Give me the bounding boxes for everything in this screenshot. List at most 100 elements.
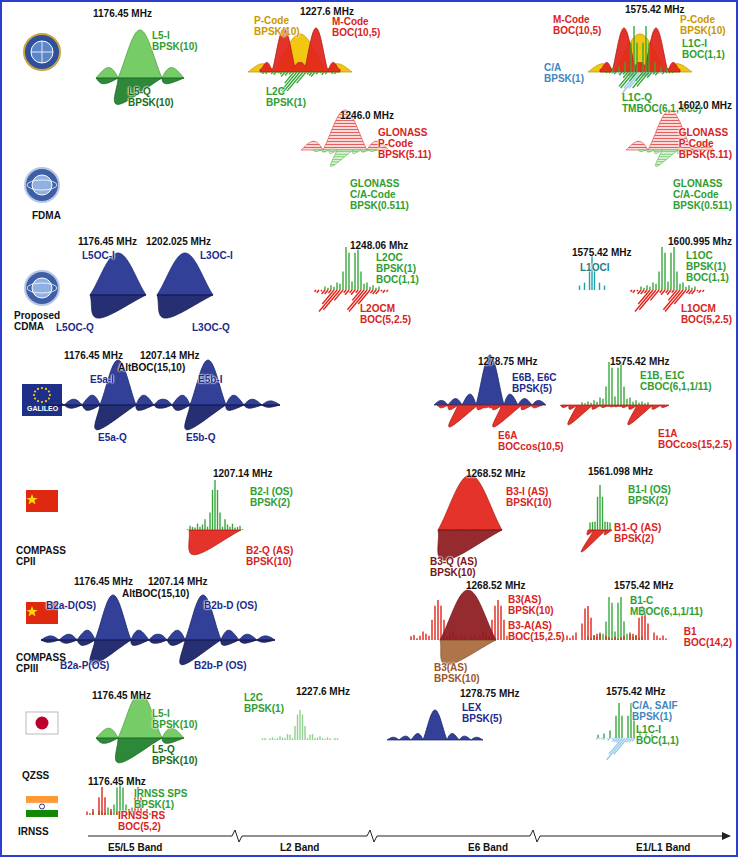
spectrum-label: P-Code BPSK(10) — [680, 14, 726, 36]
spectral-line — [113, 804, 114, 815]
spectral-line — [339, 284, 340, 290]
spectral-line — [682, 283, 683, 290]
spectral-line — [649, 287, 650, 290]
spectral-line — [304, 726, 305, 740]
spectral-line — [670, 253, 671, 290]
spectral-line — [632, 634, 633, 640]
spectral-line — [602, 634, 603, 640]
spectral-line — [660, 290, 662, 293]
spectral-line — [647, 624, 648, 640]
spectral-line — [199, 527, 200, 530]
spectral-line — [611, 737, 613, 739]
spectral-line — [650, 290, 659, 300]
spectral-line — [647, 72, 652, 78]
spectral-line — [685, 287, 686, 290]
spectral-line — [358, 290, 370, 304]
spectral-line — [619, 72, 622, 75]
spectral-line — [639, 290, 656, 310]
signal-spectrum — [243, 72, 339, 94]
spectrum-label: B2a-P(OS) — [60, 660, 109, 671]
spectral-line — [323, 290, 340, 310]
signal-spectrum — [25, 405, 280, 430]
spectral-line — [328, 290, 331, 293]
spectral-line — [566, 636, 567, 640]
spectral-line — [623, 636, 624, 640]
spectral-line — [656, 635, 657, 640]
spectral-line — [307, 738, 308, 740]
spectrum-label: 1268.52 MHz — [466, 580, 525, 591]
spectral-line — [679, 284, 680, 290]
spectral-line — [239, 526, 240, 530]
spectrum-label: 1575.42 MHz — [572, 247, 631, 258]
spectral-line — [608, 637, 609, 640]
spectral-line — [280, 72, 282, 74]
spectral-line — [357, 247, 358, 290]
spectral-line — [635, 635, 636, 640]
spectral-line — [611, 639, 612, 640]
spectral-line — [614, 738, 628, 754]
spectral-line — [324, 287, 325, 290]
spectrum-label: 1207.14 MHz — [140, 350, 199, 361]
spectrum-lobe — [420, 405, 542, 427]
spectral-line — [419, 636, 420, 640]
spectral-line — [599, 633, 600, 640]
china-flag — [26, 490, 58, 512]
spectral-line — [653, 72, 655, 75]
spectral-line — [569, 638, 570, 640]
spectral-line — [425, 634, 426, 640]
spectral-line — [614, 637, 615, 640]
spectral-line — [617, 368, 618, 405]
spectral-line — [601, 738, 602, 739]
spectral-line — [314, 290, 316, 292]
spectral-line — [618, 703, 619, 738]
spectral-line — [672, 290, 674, 293]
spectral-line — [641, 290, 644, 294]
spectral-line — [637, 72, 649, 86]
spectral-line — [222, 527, 223, 530]
signal-spectrum — [590, 485, 610, 530]
galileo-star — [48, 390, 50, 392]
spectral-line — [602, 399, 603, 405]
spectral-line — [636, 43, 637, 72]
galileo-star — [37, 388, 39, 390]
spectral-line — [302, 715, 303, 740]
spectral-line — [329, 738, 330, 740]
spectral-line — [611, 603, 612, 640]
spectral-line — [325, 290, 328, 294]
spectral-line — [618, 66, 619, 72]
spectral-line — [104, 797, 105, 815]
spectral-line — [666, 68, 667, 72]
spectrum-label: E1A BOCcos(15,2.5) — [658, 428, 732, 450]
spectral-line — [605, 72, 607, 73]
spectral-line — [354, 253, 355, 290]
spectrum-label: B2b-D (OS) — [204, 600, 257, 611]
spectral-line — [658, 72, 660, 74]
spectral-line — [609, 731, 610, 738]
spectrum-label: 1278.75 MHz — [478, 356, 537, 367]
spectral-line — [673, 247, 674, 290]
spectral-line — [608, 738, 610, 741]
spectral-line — [281, 72, 285, 77]
spectral-line — [608, 362, 609, 405]
spectrum-label: 1207.14 MHz — [213, 468, 272, 479]
spectral-line — [623, 386, 624, 405]
spectrum-label: IRNSS SPS BPSK(1) — [134, 788, 196, 810]
spectral-line — [271, 72, 273, 74]
spectrum-label: 1176.45 MHz — [92, 690, 151, 701]
spectral-line — [645, 26, 646, 72]
spectral-line — [620, 362, 621, 405]
spectral-line — [356, 290, 358, 293]
spectral-line — [279, 736, 280, 740]
spectral-line — [370, 290, 373, 293]
signal-spectrum — [419, 640, 496, 665]
spectral-line — [232, 524, 233, 530]
spectral-line — [428, 636, 429, 640]
spectrum-label: E5b-Q — [186, 432, 215, 443]
spectral-line — [294, 726, 295, 740]
spectral-line — [317, 290, 319, 293]
spectrum-label: C/A, SAIF BPSK(1) — [632, 700, 694, 722]
spectral-line — [671, 72, 673, 73]
spectrum-label: L5OC-I — [82, 250, 115, 261]
spectrum-lobe — [25, 405, 280, 430]
